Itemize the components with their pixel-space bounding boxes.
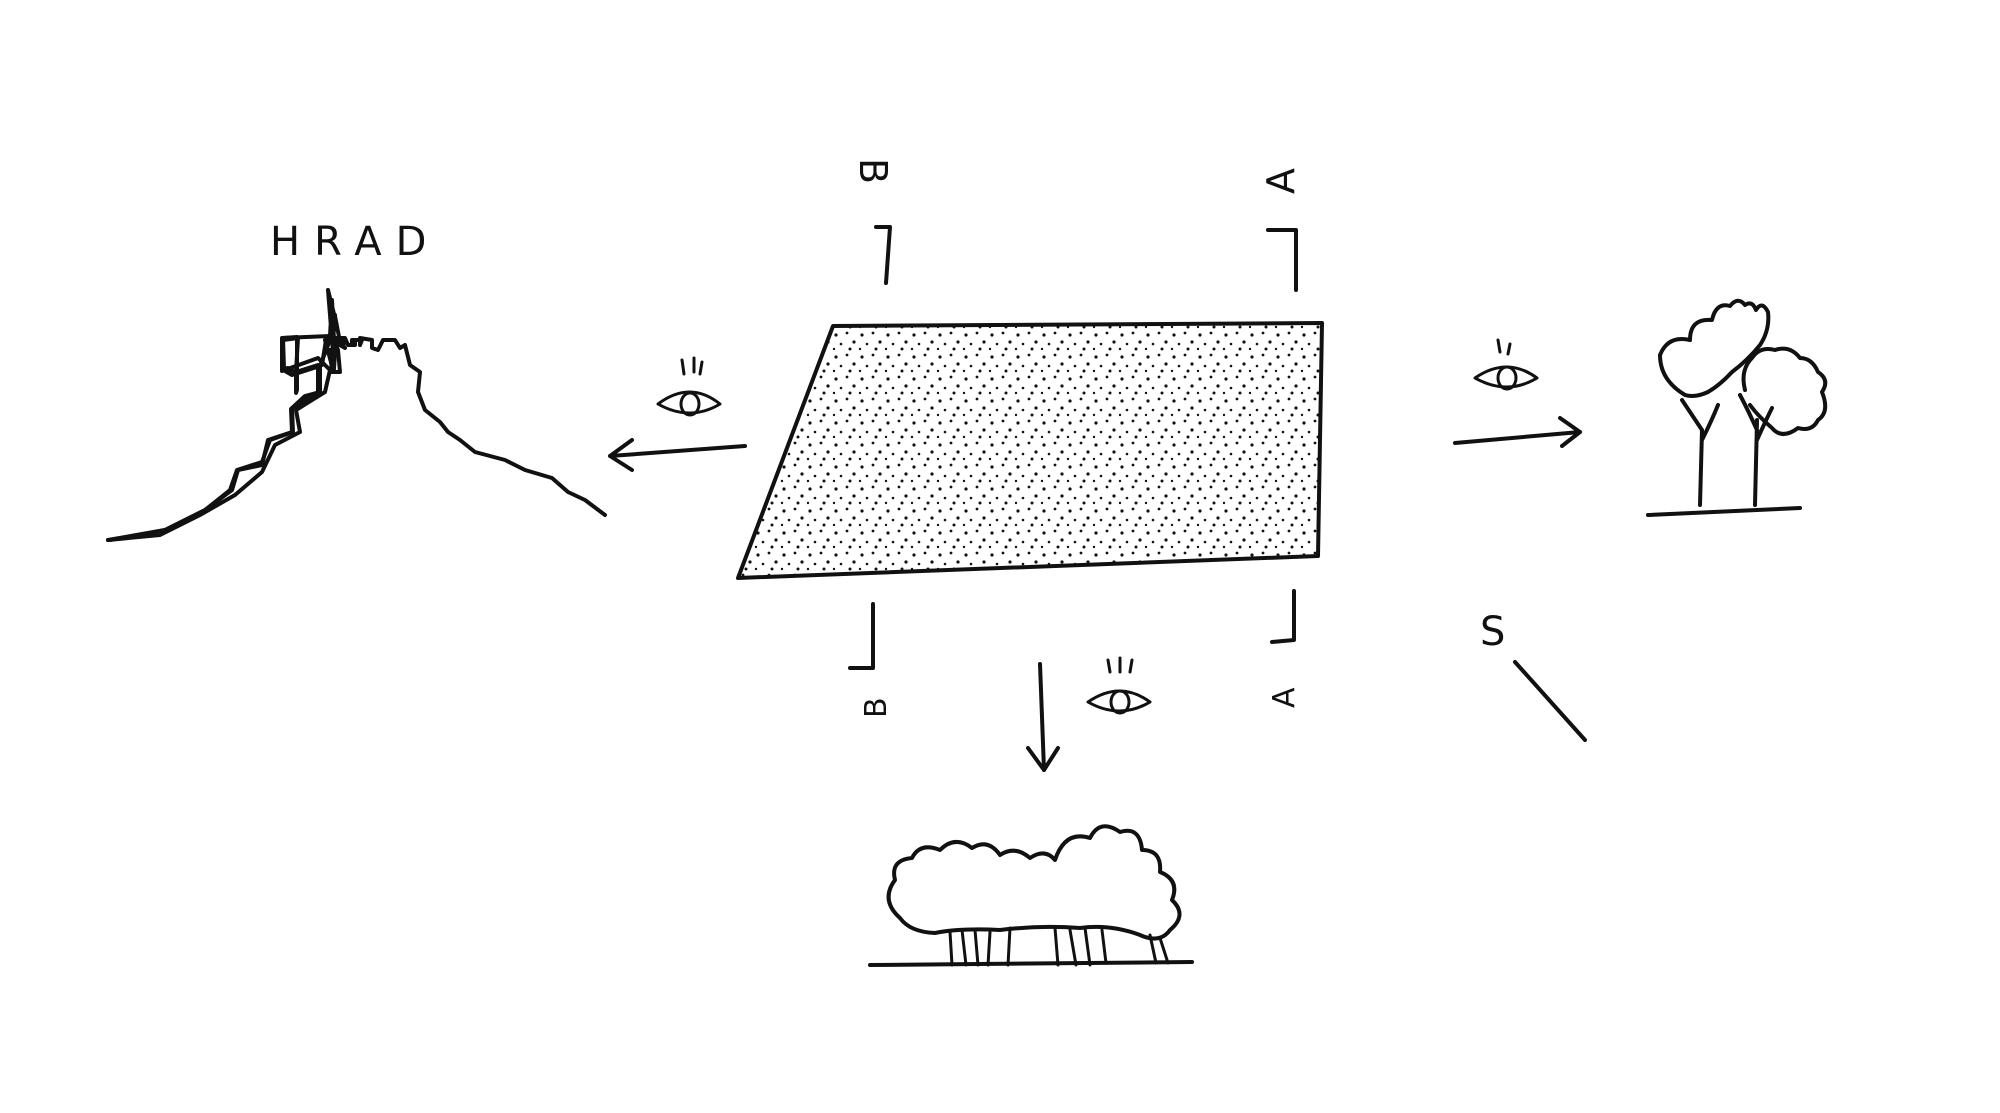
eye-icon [656,356,722,417]
section-b-top-label: B [851,158,895,184]
section-b-top-marker [874,225,892,285]
south-indicator-line [1513,660,1587,742]
section-a-top-label: A [1259,168,1303,194]
down-arrow-icon [1026,662,1060,772]
hedge-sketch [868,824,1194,967]
castle-label: HRAD [270,219,440,265]
trees-sketch [1646,298,1828,517]
section-b-bottom-marker [848,602,875,670]
castle-hill-sketch [106,288,347,542]
south-label: S [1480,609,1505,655]
section-b-bottom-label: B [859,697,894,718]
arrow-icon [608,438,747,472]
eye-icon [1473,338,1539,391]
eye-icon [1086,656,1152,715]
arrow-icon [1453,416,1582,448]
section-a-top-marker [1266,228,1298,292]
section-a-bottom-marker [1270,589,1296,644]
site-plot [736,321,1324,580]
section-a-bottom-label: A [1267,687,1302,708]
castle-silhouette [108,334,607,542]
castle-ridge-sketch [106,334,337,542]
